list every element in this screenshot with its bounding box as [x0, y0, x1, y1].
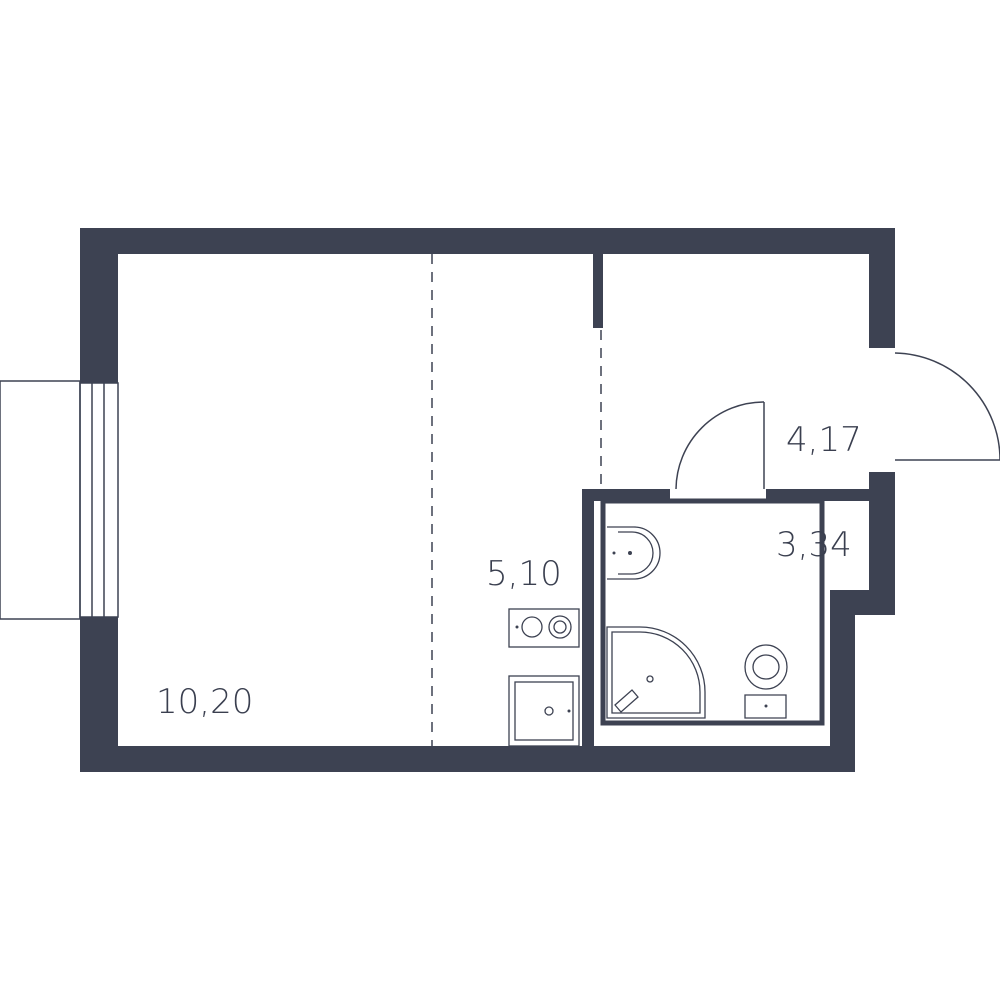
bathroom-wall-left	[582, 489, 594, 751]
area-label-living-room: 10,20	[156, 682, 253, 722]
bathroom-wall-top-left	[582, 489, 670, 501]
bathroom-door-swing	[675, 401, 765, 490]
wall-left-lower	[80, 617, 118, 772]
bathroom-door[interactable]	[675, 401, 765, 490]
window-frame	[79, 382, 119, 618]
walls	[80, 228, 895, 772]
balcony-frame	[0, 380, 81, 620]
window	[0, 380, 119, 620]
bathroom-wall-top-right	[766, 489, 869, 501]
bathroom-inner-outline	[600, 498, 825, 726]
shower-icon	[606, 626, 706, 719]
partition-stub	[593, 254, 603, 328]
area-label-hallway: 4,17	[786, 420, 862, 460]
area-label-kitchen: 5,10	[486, 554, 562, 594]
wall-top	[80, 228, 895, 254]
area-label-bathroom: 3,34	[776, 525, 852, 565]
wall-right-upper	[869, 228, 895, 348]
stove-icon	[508, 608, 580, 648]
wall-right-bottom	[830, 590, 855, 772]
sink-icon	[508, 675, 580, 747]
entrance-door[interactable]	[894, 352, 1000, 461]
washbasin-icon	[607, 526, 661, 580]
wall-left-upper	[80, 228, 118, 383]
wall-bottom	[80, 746, 855, 772]
entrance-door-swing	[894, 352, 1000, 461]
toilet-icon	[744, 644, 788, 719]
